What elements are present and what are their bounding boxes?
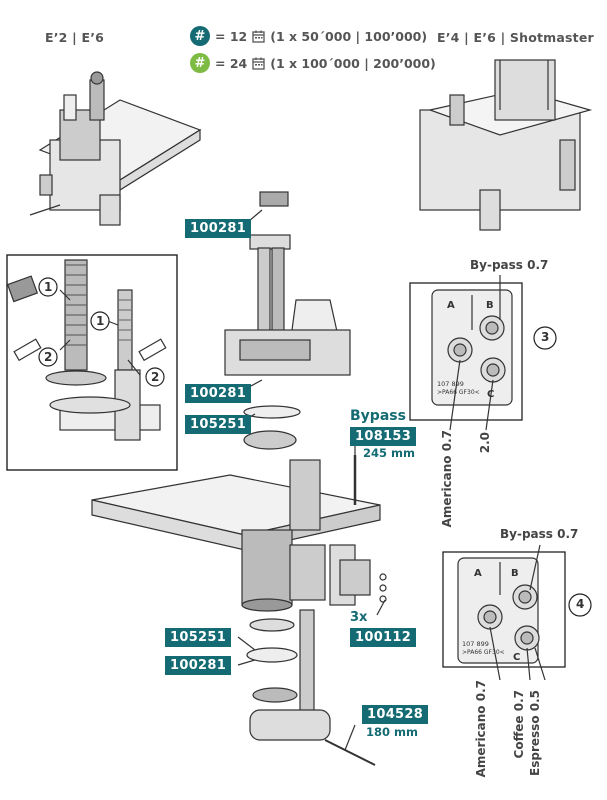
port-label: A <box>474 568 482 579</box>
calendar-icon <box>252 30 265 43</box>
valve-number: 4 <box>576 597 585 611</box>
leader-line <box>237 659 256 666</box>
part-code: 107 899 <box>462 640 489 648</box>
part-number-label: 100281 <box>185 384 252 403</box>
material-code: >PA66 GF30< <box>462 649 505 656</box>
bypass-nozzle-label: By-pass 0.7 <box>470 258 549 272</box>
cleaning-inset-frame <box>6 254 178 471</box>
valve-block-3-frame <box>409 282 523 421</box>
valve-3-badge <box>533 326 557 350</box>
lower-seal <box>246 647 298 663</box>
part-number-label: 104528 <box>362 705 429 724</box>
valve-4-badge <box>568 593 592 617</box>
port-label: C <box>513 652 521 663</box>
legend-row-12: # = 12 (1 x 50´000 | 100’000) <box>190 26 427 46</box>
length-label: 245 mm <box>363 446 415 460</box>
espresso-nozzle-label: Espresso 0.5 <box>528 690 542 776</box>
step-2-label: 2 <box>44 350 53 364</box>
hash-icon: # <box>190 26 210 46</box>
legend-row-24: # = 24 (1 x 100´000 | 200’000) <box>190 53 436 73</box>
machine-e2-e6-illustration <box>29 71 202 226</box>
boiler-and-valve <box>241 529 387 612</box>
americano-nozzle-label: Americano 0.7 <box>440 430 454 528</box>
leader-line <box>376 599 386 616</box>
lower-filter <box>249 618 295 632</box>
valve-block-3 <box>431 275 513 431</box>
filter-disc <box>243 430 297 450</box>
machine-e4-e6-shotmaster-illustration <box>419 59 593 231</box>
part-number-label: 100281 <box>165 656 232 675</box>
port-label: A <box>447 300 455 311</box>
coffee-nozzle-label: Coffee 0.7 <box>512 690 526 759</box>
step-2-label: 2 <box>151 370 160 384</box>
calendar-icon <box>252 57 265 70</box>
americano-nozzle-label: Americano 0.7 <box>474 680 488 778</box>
quantity-label: 3x <box>350 610 368 625</box>
nozzle-size-label: 2.0 <box>478 432 492 454</box>
length-label: 180 mm <box>366 725 418 739</box>
left-machine-header: E’2 | E’6 <box>45 30 105 45</box>
legend-count: = 12 <box>215 28 248 44</box>
hash-icon: # <box>190 53 210 73</box>
port-label: B <box>511 568 519 579</box>
seal-ring <box>243 405 301 419</box>
bypass-label: Bypass <box>350 408 406 424</box>
part-number-label: 100281 <box>185 219 252 238</box>
step-1-badge <box>38 277 58 297</box>
part-number-label: 105251 <box>165 628 232 647</box>
right-machine-header: E’4 | E’6 | Shotmaster <box>437 30 594 45</box>
step-2-badge <box>38 347 58 367</box>
legend-count: = 24 <box>215 55 248 71</box>
part-number-label: 100112 <box>350 628 417 647</box>
legend-detail: (1 x 100´000 | 200’000) <box>270 55 436 71</box>
port-label: B <box>486 300 494 311</box>
port-label: C <box>487 389 495 400</box>
main-plate <box>91 455 381 551</box>
step-1-label: 1 <box>44 280 53 294</box>
inset-illustration <box>6 259 167 441</box>
leader-line <box>344 724 356 751</box>
part-number-label: 105251 <box>185 415 252 434</box>
valve-number: 3 <box>541 330 550 344</box>
step-1-label: 1 <box>96 314 105 328</box>
top-assembly <box>224 191 351 376</box>
piston-assembly <box>249 609 376 766</box>
bypass-nozzle-label: By-pass 0.7 <box>500 527 579 541</box>
step-2-badge <box>145 367 165 387</box>
leader-line <box>237 636 256 651</box>
legend-detail: (1 x 50´000 | 100’000) <box>270 28 428 44</box>
part-code: 107 899 <box>437 380 464 388</box>
step-1-badge <box>90 311 110 331</box>
valve-block-4 <box>457 544 546 681</box>
material-code: >PA66 GF30< <box>437 389 480 396</box>
part-number-label: 108153 <box>350 427 417 446</box>
valve-block-4-frame <box>442 551 566 668</box>
